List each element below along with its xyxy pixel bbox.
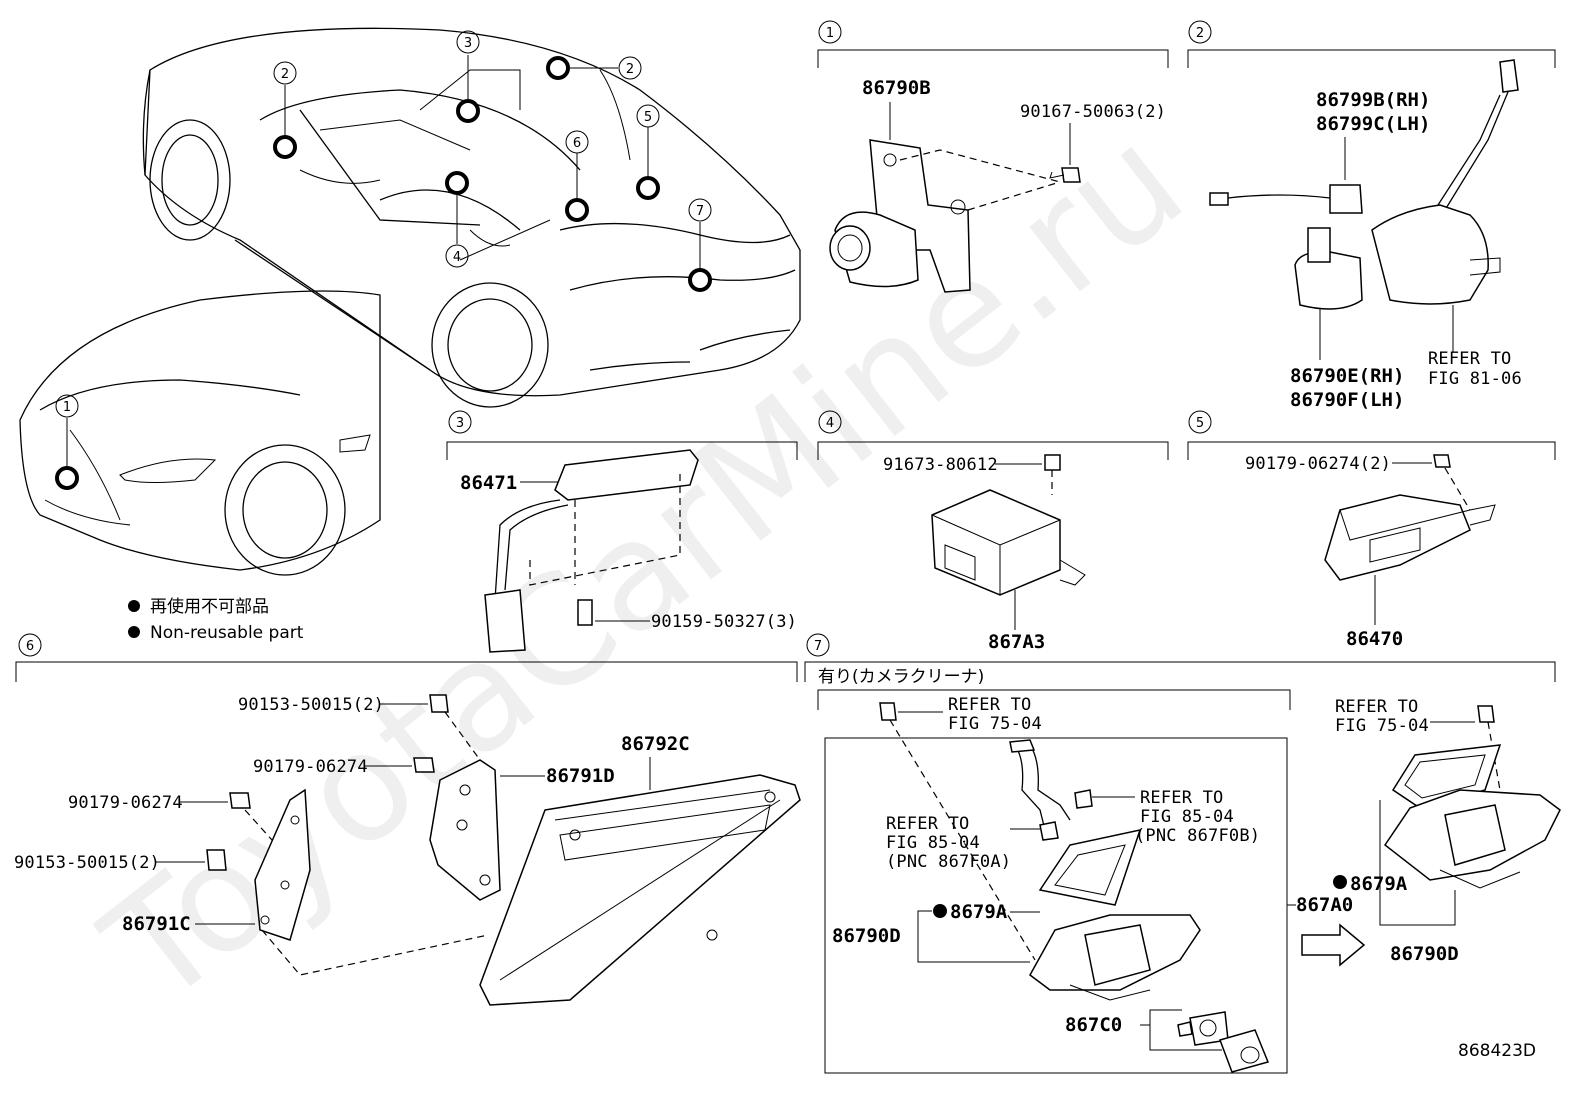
refer-to-a: REFER TO: [948, 695, 1031, 715]
part-86471: 86471: [460, 472, 517, 494]
part-86790F-LH: 86790F(LH): [1290, 389, 1404, 411]
section-7: 7 有り(カメラクリーナ) REFER TO FIG 75-04 REFER T…: [804, 633, 1561, 1074]
svg-text:7: 7: [814, 639, 822, 654]
section-3: 3 86471 90159-50327(3): [446, 410, 798, 653]
part-86790E-RH: 86790E(RH): [1290, 365, 1404, 387]
svg-text:3: 3: [464, 36, 472, 51]
part-867A3: 867A3: [988, 631, 1045, 653]
callout-bubble-5: 5: [636, 104, 660, 128]
svg-text:1: 1: [826, 26, 834, 41]
diagram-id: 868423D: [1458, 1041, 1536, 1061]
part-86791C: 86791C: [122, 913, 191, 935]
part-8679A-b: 8679A: [1350, 873, 1408, 895]
part-867A0: 867A0: [1296, 894, 1353, 916]
refer-pnc-867F0B: (PNC 867F0B): [1135, 826, 1260, 846]
svg-text:6: 6: [26, 639, 34, 654]
part-86790D-a: 86790D: [832, 925, 901, 947]
callout-bubble-2b: 2: [618, 56, 642, 80]
part-90159-50327: 90159-50327(3): [651, 612, 797, 632]
callout-bubble-4: 4: [445, 244, 469, 268]
svg-text:3: 3: [456, 416, 464, 431]
refer-to-label: REFER TO: [1428, 349, 1511, 369]
svg-text:5: 5: [644, 110, 652, 125]
svg-text:2: 2: [626, 62, 634, 77]
part-90153-50015-b: 90153-50015(2): [14, 853, 160, 873]
refer-fig-label: FIG 81-06: [1428, 369, 1522, 389]
callout-bubble-1: 1: [55, 394, 79, 418]
refer-fig-85-04-b: FIG 85-04: [886, 833, 980, 853]
camera-cleaner-label: 有り(カメラクリーナ): [818, 667, 984, 687]
part-91673-80612: 91673-80612: [883, 455, 998, 475]
part-90179-06274-b: 90179-06274: [68, 793, 183, 813]
legend-jp: 再使用不可部品: [150, 596, 269, 617]
part-86790D-b: 86790D: [1390, 943, 1459, 965]
refer-to-d: REFER TO: [1335, 697, 1418, 717]
part-86799B-RH: 86799B(RH): [1316, 89, 1430, 111]
svg-text:2: 2: [1196, 26, 1204, 41]
svg-text:4: 4: [826, 416, 834, 431]
section-6: 6 90153-50015(2) 90179-06274 86791D 8679…: [14, 633, 801, 1006]
refer-fig-75-04-a: FIG 75-04: [948, 714, 1042, 734]
svg-text:6: 6: [573, 136, 581, 151]
refer-fig-85-04-c: FIG 85-04: [1140, 807, 1234, 827]
refer-fig-75-04-d: FIG 75-04: [1335, 716, 1429, 736]
part-90167-50063: 90167-50063(2): [1020, 102, 1166, 122]
part-86799C-LH: 86799C(LH): [1316, 113, 1430, 135]
legend-en: Non-reusable part: [150, 623, 304, 643]
section-5: 5 90179-06274(2) 86470: [1187, 410, 1556, 650]
refer-pnc-867F0A: (PNC 867F0A): [886, 852, 1011, 872]
section-2: 2 86799B(RH) 86799C(LH) REFER TO FIG 81-…: [1187, 20, 1556, 411]
part-8679A-a: 8679A: [950, 901, 1008, 923]
legend: 再使用不可部品 Non-reusable part: [128, 596, 304, 643]
section-4: 4 91673-80612 867A3: [817, 410, 1169, 653]
svg-text:2: 2: [281, 67, 289, 82]
callout-bubble-3: 3: [456, 30, 480, 54]
part-867C0: 867C0: [1065, 1014, 1122, 1036]
section-1: 1 86790B 90167-50063(2): [817, 20, 1169, 293]
part-86791D: 86791D: [546, 765, 615, 787]
svg-text:1: 1: [63, 400, 71, 415]
svg-text:7: 7: [696, 204, 704, 219]
part-86790B: 86790B: [862, 77, 931, 99]
part-86792C: 86792C: [621, 733, 690, 755]
part-90179-06274-a: 90179-06274: [253, 757, 368, 777]
callout-bubble-6: 6: [565, 130, 589, 154]
svg-text:4: 4: [453, 250, 461, 265]
callout-bubble-7: 7: [688, 198, 712, 222]
part-90153-50015-a: 90153-50015(2): [238, 695, 384, 715]
callout-bubble-2a: 2: [273, 61, 297, 85]
refer-to-b: REFER TO: [886, 814, 969, 834]
refer-to-c: REFER TO: [1140, 788, 1223, 808]
part-86470: 86470: [1346, 628, 1403, 650]
svg-text:5: 5: [1196, 416, 1204, 431]
car-front-illustration: [19, 290, 381, 576]
part-90179-06274-2: 90179-06274(2): [1245, 454, 1391, 474]
callout-markers: [55, 55, 712, 490]
